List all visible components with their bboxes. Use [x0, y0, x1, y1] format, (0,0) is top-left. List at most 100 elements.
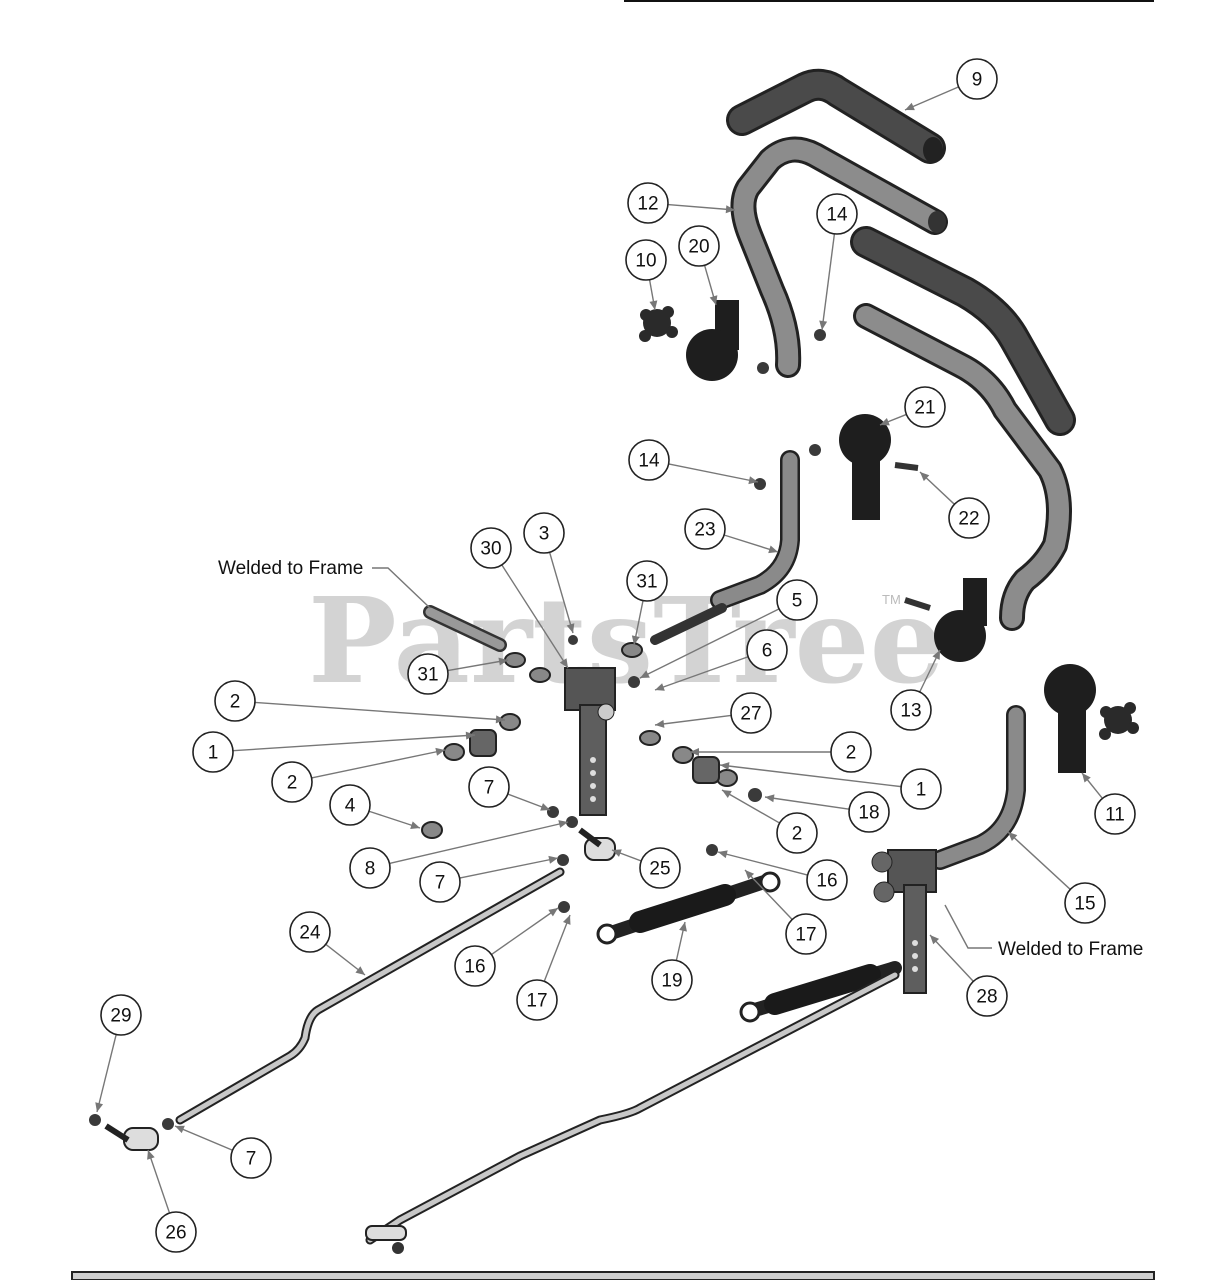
callout-arrowhead — [905, 102, 915, 111]
bottom-bar — [71, 1271, 1155, 1280]
callout-circle — [516, 979, 558, 1021]
callout-circle — [349, 847, 391, 889]
watermark-text: PartsTree — [308, 571, 945, 710]
callout-arrowhead — [880, 417, 890, 426]
callout-label: 30 — [480, 539, 501, 560]
callout-arrowhead — [722, 790, 732, 798]
washers — [421, 642, 738, 839]
callout-circle — [329, 784, 371, 826]
callout-arrowhead — [566, 623, 575, 633]
callout-31: 31 — [626, 560, 668, 602]
callout-circle — [966, 975, 1008, 1017]
callout-leader — [447, 659, 509, 672]
callout-label: 29 — [110, 1006, 131, 1027]
callout-circle — [948, 497, 990, 539]
callout-leader — [654, 656, 749, 691]
knob-left — [639, 306, 678, 342]
callout-label: 20 — [688, 237, 709, 258]
callout-circle — [407, 653, 449, 695]
callout-label: 10 — [635, 251, 656, 272]
callout-arrowhead — [748, 476, 758, 485]
control-rod-left — [175, 867, 565, 1125]
callout-10: 10 — [625, 239, 667, 281]
callout-27: 27 — [730, 692, 772, 734]
callout-label: 21 — [914, 398, 935, 419]
control-lever-right — [930, 705, 1026, 870]
callout-13: 13 — [890, 689, 932, 731]
callout-20: 20 — [678, 225, 720, 267]
callout-label: 19 — [661, 971, 682, 992]
callout-arrowhead — [563, 915, 571, 925]
callout-label: 5 — [792, 591, 803, 612]
pivot-shaft — [650, 603, 727, 645]
callout-circle — [900, 768, 942, 810]
callout-arrowhead — [932, 650, 940, 660]
callout-circle — [192, 731, 234, 773]
handle-tube-left — [730, 136, 948, 378]
callout-arrowhead — [548, 855, 558, 864]
callout-label: 6 — [762, 641, 773, 662]
clevis-25 — [578, 827, 616, 861]
callout-circle — [776, 812, 818, 854]
callout-leader — [501, 564, 569, 669]
callout-arrowhead — [655, 719, 665, 728]
callout-arrowhead — [498, 657, 508, 666]
callout-circle — [904, 386, 946, 428]
callout-arrowhead — [548, 908, 558, 917]
callout-arrowhead — [655, 683, 665, 691]
ratchet-far-right — [1044, 664, 1096, 773]
callout-arrowhead — [920, 472, 930, 482]
callout-arrowhead — [175, 1125, 185, 1134]
callout-circle — [100, 994, 142, 1036]
callout-leader — [543, 914, 571, 982]
watermark-tm: TM — [882, 592, 901, 607]
callout-14: 14 — [628, 439, 670, 481]
callout-4: 4 — [329, 784, 371, 826]
callout-leader — [232, 734, 476, 752]
callout-leader — [639, 608, 780, 679]
callout-circle — [806, 859, 848, 901]
callout-arrowhead — [540, 803, 550, 811]
callout-label: 26 — [165, 1223, 186, 1244]
callout-label: 2 — [792, 824, 803, 845]
callout-19: 19 — [651, 959, 693, 1001]
callout-leader — [904, 86, 959, 111]
callout-arrowhead — [435, 747, 445, 756]
welded-note-left: Welded to Frame — [218, 558, 363, 579]
springs — [469, 729, 720, 784]
callout-circle — [1064, 882, 1106, 924]
callout-label: 2 — [230, 692, 241, 713]
callout-23: 23 — [684, 508, 726, 550]
callout-label: 3 — [539, 524, 550, 545]
callout-1: 1 — [192, 731, 234, 773]
callout-leader — [929, 934, 974, 982]
callout-leader — [744, 869, 793, 921]
callout-leader — [311, 749, 446, 779]
callout-leader — [490, 907, 559, 956]
callout-leader — [764, 796, 850, 810]
callout-label: 2 — [846, 743, 857, 764]
callout-label: 1 — [208, 743, 219, 764]
callout-leader — [654, 714, 732, 726]
callout-arrowhead — [725, 205, 735, 214]
callout-21: 21 — [904, 386, 946, 428]
callout-12: 12 — [627, 182, 669, 224]
callout-circle — [470, 527, 512, 569]
callout-circle — [785, 913, 827, 955]
callout-2: 2 — [214, 680, 256, 722]
callout-label: 4 — [345, 796, 356, 817]
callout-arrowhead — [709, 295, 718, 305]
callout-label: 28 — [976, 987, 997, 1008]
callout-arrowhead — [410, 821, 420, 829]
callout-arrowhead — [558, 820, 568, 828]
callout-label: 1 — [916, 780, 927, 801]
callout-3: 3 — [523, 512, 565, 554]
callout-arrowhead — [147, 1150, 155, 1160]
callout-arrowhead — [640, 670, 650, 678]
callout-leader — [174, 1125, 233, 1151]
callout-leader — [667, 203, 736, 211]
ratchet-mid — [839, 414, 919, 520]
callout-circle — [1094, 793, 1136, 835]
callout-arrowhead — [495, 715, 505, 724]
callout-label: 12 — [637, 194, 658, 215]
